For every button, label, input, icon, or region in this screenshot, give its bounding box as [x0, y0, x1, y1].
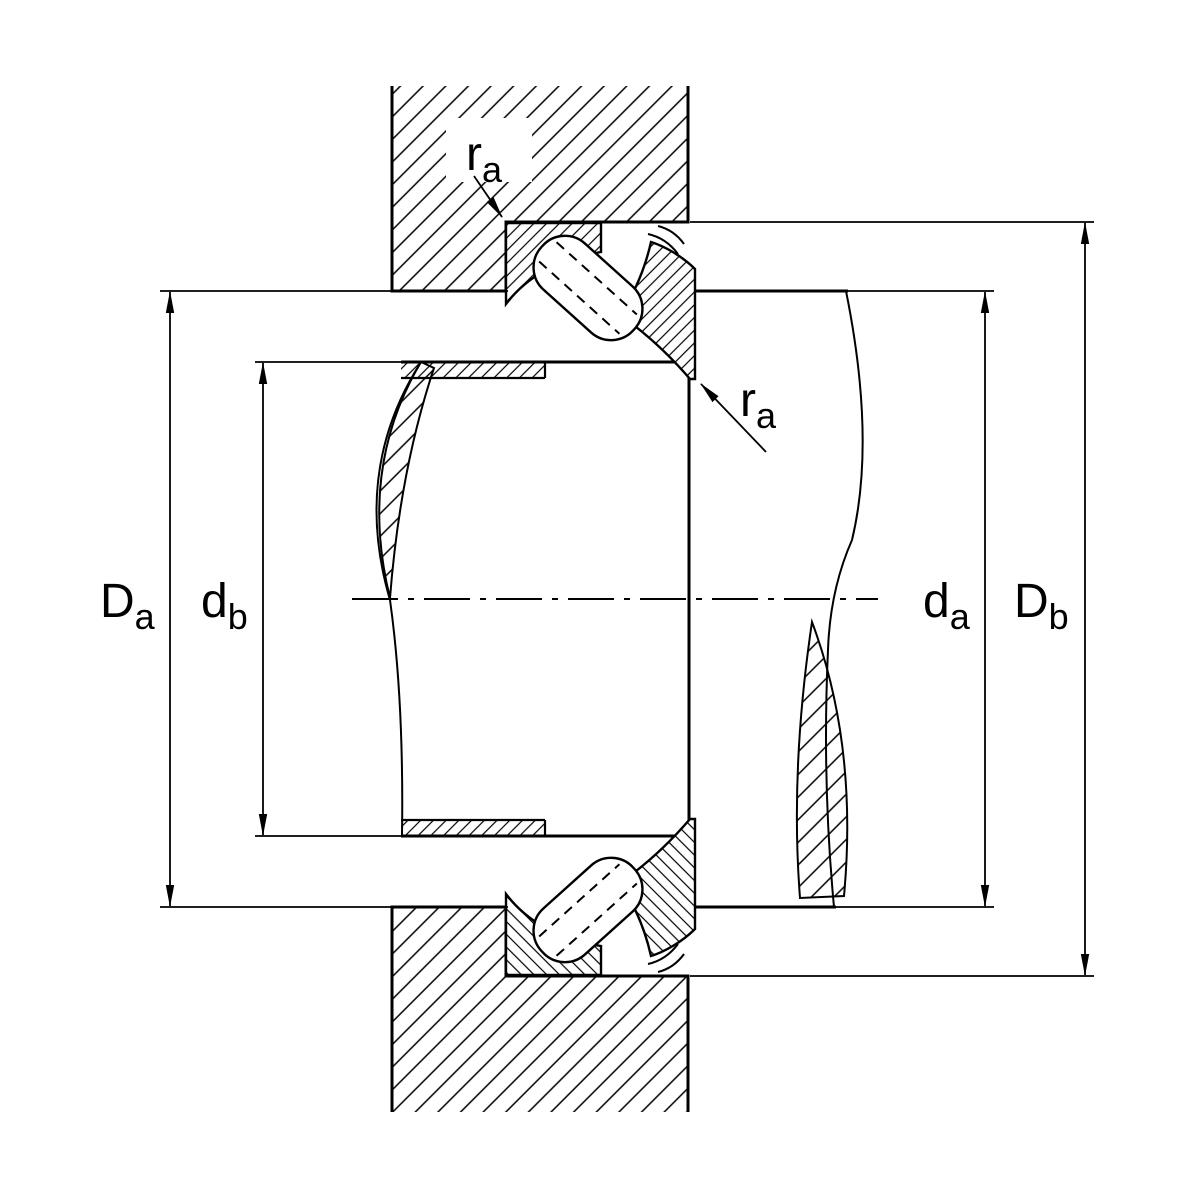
break-section-left — [378, 360, 436, 599]
sleeve-wall-top — [401, 362, 545, 378]
dim-label-da: da — [923, 575, 971, 637]
dim-label-ra-right: ra — [740, 374, 777, 436]
dim-label-Db: Db — [1014, 575, 1069, 637]
bearing-top — [504, 221, 697, 381]
sleeve-wall-bottom — [401, 820, 545, 836]
shaft-washer — [618, 240, 697, 381]
dimension-da: da — [836, 290, 994, 908]
roller — [532, 234, 644, 342]
ra-top-leader — [473, 175, 503, 218]
dim-label-db: db — [201, 575, 248, 637]
dimension-Da: Da — [100, 290, 508, 908]
dimension-db: db — [201, 361, 404, 837]
break-section-right — [795, 621, 849, 900]
cage-line-2 — [538, 260, 621, 335]
fillet-callout-top: ra — [446, 118, 532, 218]
cage-rim-detail-outer — [647, 233, 679, 255]
dimension-Db: Db — [690, 221, 1094, 977]
cage-rim-detail-inner — [657, 225, 685, 245]
ra-top-label-halo — [446, 118, 532, 182]
roller-body — [532, 234, 644, 342]
cage-line-1 — [555, 241, 638, 316]
ra-right-leader — [700, 383, 767, 453]
bearing-bottom — [504, 817, 697, 977]
dim-label-ra-top: ra — [466, 128, 503, 190]
fillet-callout-right: ra — [700, 374, 777, 453]
housing-bottom-hatch — [392, 907, 688, 1112]
dim-label-Da: Da — [100, 575, 156, 637]
